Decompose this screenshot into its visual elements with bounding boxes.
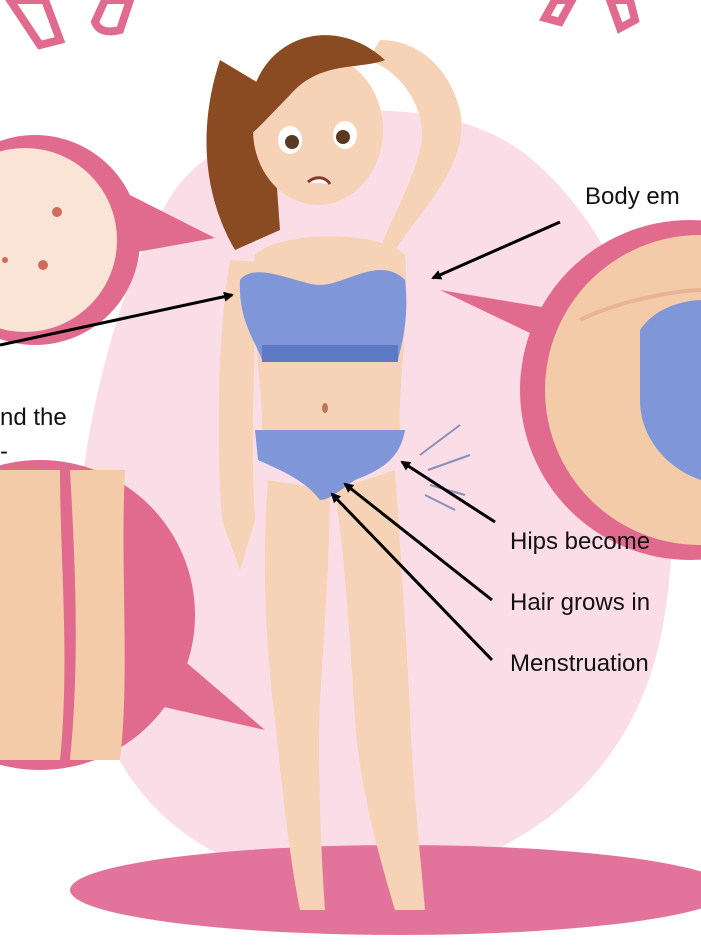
label-around-the: nd the [0,404,67,432]
label-hips-become: Hips become [510,528,650,556]
label-menstruation: Menstruation [510,650,649,678]
label-around-the-next-line: - [0,438,8,466]
label-hair-grows: Hair grows in [510,589,650,617]
label-body-emits: Body em [585,183,680,211]
